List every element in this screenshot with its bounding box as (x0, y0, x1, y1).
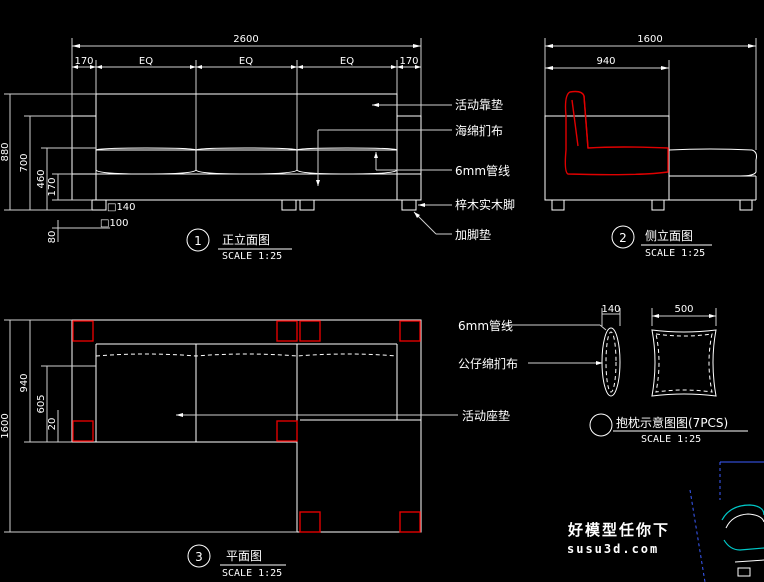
dim-right: 170 (399, 56, 418, 67)
title-number: 1 (194, 234, 202, 248)
callout-sponge: 海绵扪布 (455, 123, 503, 138)
pillow-detail: 140 500 6mm管线 公仔绵扪布 抱枕示意图图(7PCS) SCALE 1… (458, 304, 748, 445)
dim-700: 700 (19, 153, 30, 172)
front-elevation: 2600 170 EQ EQ EQ 170 880 (0, 34, 515, 262)
dim-880: 880 (0, 142, 11, 161)
dim-460: 460 (36, 169, 47, 188)
dim-total: 2600 (233, 34, 258, 45)
callout-wood-leg: 梓木实木脚 (455, 197, 515, 212)
plan-dim-1600: 1600 (0, 413, 11, 438)
pillow-title: 抱枕示意图图(7PCS) (616, 415, 728, 430)
side-title-number: 2 (619, 231, 627, 245)
callout-piping: 6mm管线 (455, 163, 510, 178)
plan-dim-20: 20 (47, 418, 58, 431)
watermark-line1: 好模型任你下 (567, 521, 670, 539)
view-scale: SCALE 1:25 (222, 251, 282, 262)
pillow-dim-500: 500 (674, 304, 693, 315)
dim-eq1: EQ (139, 56, 153, 67)
plan-view-scale: SCALE 1:25 (222, 568, 282, 579)
dim-left: 170 (74, 56, 93, 67)
callout-cushion: 活动靠垫 (455, 97, 503, 112)
pillow-scale: SCALE 1:25 (641, 434, 701, 445)
side-view-scale: SCALE 1:25 (645, 248, 705, 259)
side-elevation: 1600 940 2 侧立面图 SCALE 1:25 (544, 34, 757, 259)
leg-dim-100: □100 (100, 218, 129, 229)
dim-eq3: EQ (340, 56, 354, 67)
pillow-callout-piping: 6mm管线 (458, 318, 513, 333)
dim-170: 170 (47, 177, 58, 196)
plan-callout: 活动座垫 (462, 408, 510, 423)
plan-view-title: 平面图 (226, 549, 262, 563)
corner-fragment (689, 461, 764, 582)
plan-title-number: 3 (195, 550, 203, 564)
pillow-dim-140: 140 (601, 304, 620, 315)
callout-leg-pad: 加脚垫 (455, 227, 491, 242)
plan-dim-605: 605 (36, 394, 47, 413)
side-view-title: 侧立面图 (645, 228, 693, 243)
side-dim-total: 1600 (637, 34, 662, 45)
leg-dim-140: □140 (107, 202, 136, 213)
watermark: 好模型任你下 susu3d.com (567, 521, 670, 556)
pillow-callout-fabric: 公仔绵扪布 (458, 356, 518, 371)
plan-dim-940: 940 (19, 373, 30, 392)
plan-view: 1600 940 605 20 活动座垫 3 平面图 SCALE 1:25 (0, 319, 510, 579)
side-dim-sub: 940 (596, 56, 615, 67)
view-title: 正立面图 (222, 232, 270, 247)
dim-eq2: EQ (239, 56, 253, 67)
dim-80: 80 (47, 231, 58, 244)
watermark-line2: susu3d.com (567, 542, 659, 556)
